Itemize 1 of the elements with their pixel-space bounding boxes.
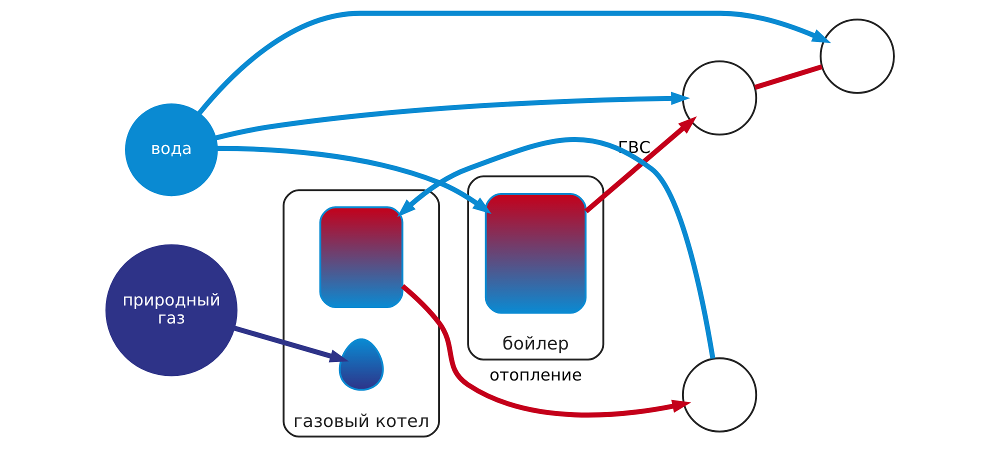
edge-label: отопление xyxy=(489,365,582,384)
